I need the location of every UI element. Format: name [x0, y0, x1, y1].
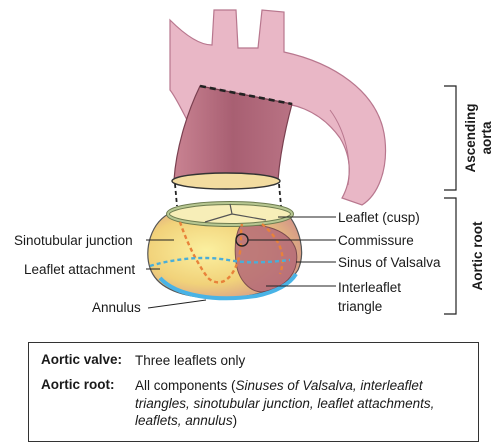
- label-sinus-of-valsalva: Sinus of Valsalva: [338, 255, 441, 270]
- label-triangle: triangle: [338, 299, 382, 314]
- legend-root-line1: Sinuses of Valsalva, interleaflet: [235, 378, 423, 393]
- diagram-labels: Leaflet (cusp) Sinotubular junction Comm…: [14, 210, 441, 315]
- legend-root-suffix: ): [232, 413, 238, 428]
- legend-key-aortic-valve: Aortic valve:: [41, 352, 123, 367]
- leader-lines: [146, 216, 336, 309]
- label-commissure: Commissure: [338, 233, 414, 248]
- aortic-root: [147, 201, 303, 301]
- label-leaflet-attachment: Leaflet attachment: [24, 262, 135, 277]
- legend-value-aortic-valve: Three leaflets only: [135, 353, 246, 368]
- label-leaflet-cusp: Leaflet (cusp): [338, 210, 420, 225]
- legend-key-aortic-root: Aortic root:: [41, 377, 115, 392]
- legend-box: Aortic valve: Three leaflets only Aortic…: [28, 342, 479, 442]
- label-ascending: Ascending: [463, 103, 478, 172]
- legend-value-aortic-root: All components (Sinuses of Valsalva, int…: [135, 377, 434, 430]
- connector-lines: [174, 183, 282, 207]
- label-aorta: aorta: [479, 121, 494, 155]
- legend-root-prefix: All components (: [135, 378, 236, 393]
- side-brackets: [444, 85, 457, 315]
- label-aortic-root: Aortic root: [470, 221, 485, 291]
- legend-root-line3: leaflets, annulus: [135, 413, 233, 428]
- label-annulus: Annulus: [92, 300, 141, 315]
- annulus-ring: [158, 272, 298, 301]
- ascending-aorta-segment: [171, 84, 293, 190]
- side-labels: Ascending aorta Aortic root: [463, 103, 494, 290]
- label-interleaflet: Interleaflet: [338, 280, 401, 295]
- label-sinotubular-junction: Sinotubular junction: [14, 233, 133, 248]
- legend-root-line2: triangles, sinotubular junction, leaflet…: [135, 395, 435, 411]
